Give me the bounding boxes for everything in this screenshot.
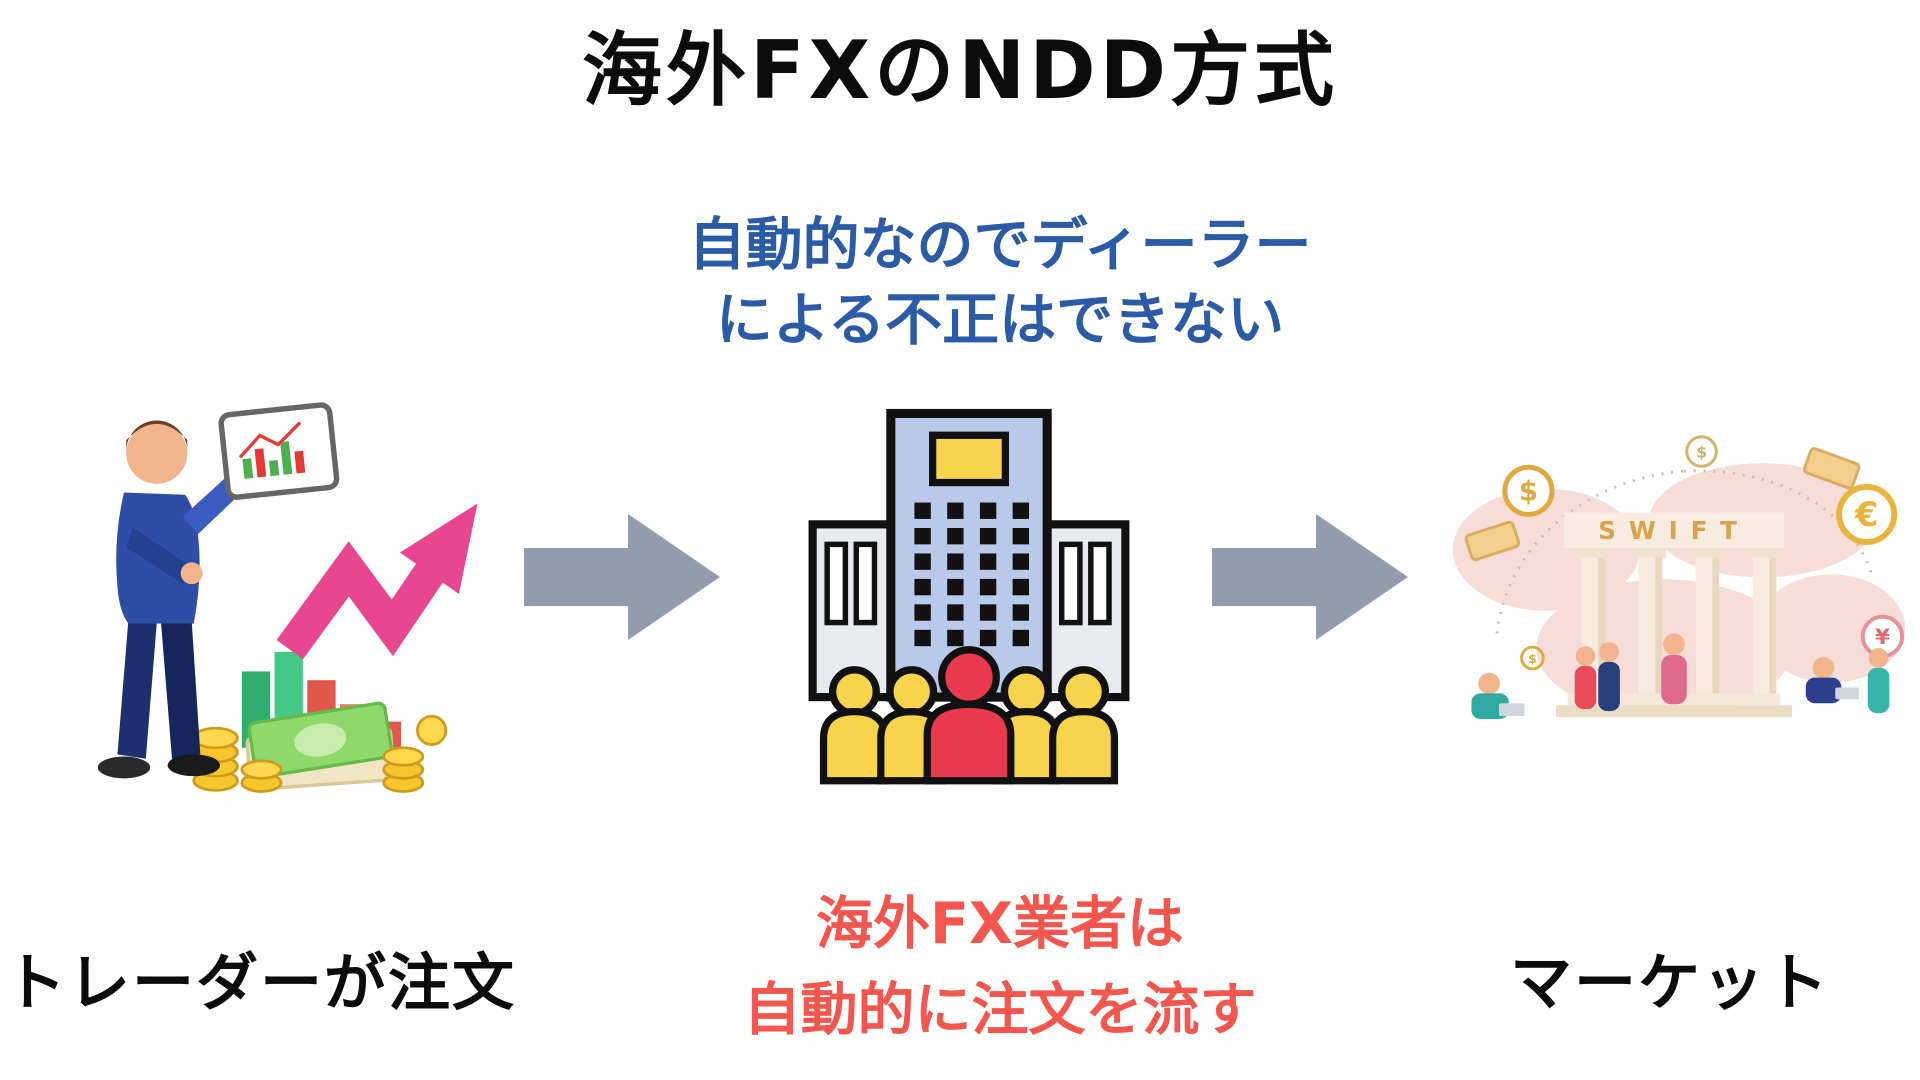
dealer-note-line1: 自動的なのでディーラー (688, 212, 1312, 278)
trend-arrow-icon (276, 503, 478, 660)
trader-label: トレーダーが注文 (3, 946, 516, 1019)
route-dashed-line (1495, 469, 1875, 634)
market-illustration: SWIFT $ (1438, 418, 1910, 780)
currency-icons: $ $ € ¥ (1464, 435, 1905, 671)
broker-note-line2: 自動的に注文を流す (743, 976, 1257, 1043)
dollar-coin-icon: $ (1502, 464, 1555, 517)
red-client-icon (923, 646, 1015, 785)
market-label: マーケット (1509, 946, 1830, 1019)
yen-coin-icon: ¥ (1860, 614, 1905, 658)
dealer-note-line2: による不正はできない (715, 287, 1285, 354)
right-arrow-icon (524, 514, 720, 640)
svg-text:€: € (1854, 495, 1878, 534)
svg-text:¥: ¥ (1875, 625, 1890, 650)
trader-figure (97, 420, 253, 779)
euro-coin-icon: € (1836, 483, 1898, 545)
dealer-note: 自動的なのでディーラー による不正はできない (520, 208, 1480, 358)
swift-sign: SWIFT (1598, 516, 1749, 545)
market-people-icons (1471, 633, 1890, 719)
svg-text:$: $ (1696, 442, 1707, 461)
broker-illustration (768, 388, 1170, 788)
coin-stack-icon (192, 714, 448, 793)
client-icons (819, 646, 1119, 785)
svg-text:$: $ (1528, 652, 1537, 667)
flow-arrow-left (524, 514, 720, 640)
svg-text:$: $ (1519, 476, 1538, 508)
money-icon (245, 701, 396, 791)
banknote-icon (1802, 447, 1861, 490)
tablet-icon (218, 402, 340, 500)
banknote-icon (1464, 520, 1521, 562)
small-dollar-coin-icon: $ (1685, 435, 1718, 468)
broker-note: 海外FX業者は 自動的に注文を流す (520, 882, 1480, 1053)
broker-note-line1: 海外FX業者は (816, 891, 1184, 957)
trader-illustration (28, 348, 508, 816)
page-title: 海外FXのNDD方式 (581, 24, 1339, 117)
right-arrow-icon (1212, 514, 1408, 640)
flow-arrow-right (1212, 514, 1408, 640)
tiny-dollar-icon: $ (1520, 645, 1545, 671)
